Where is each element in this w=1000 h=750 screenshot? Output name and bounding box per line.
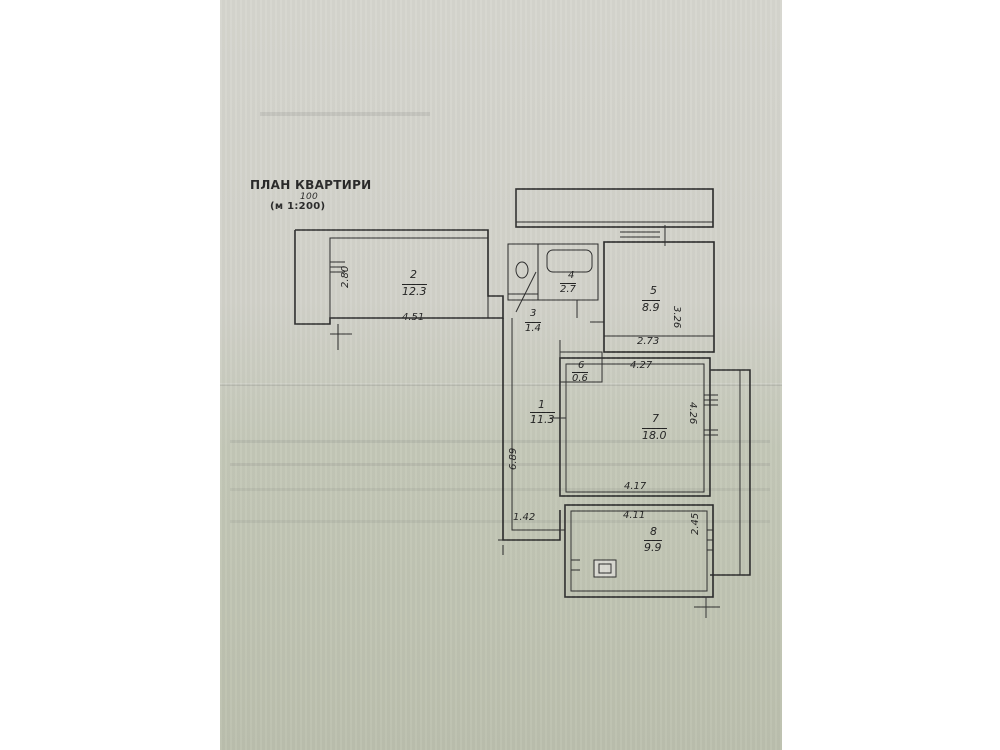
room-6-number: 6 — [578, 360, 585, 371]
document-page: ПЛАН КВАРТИРИ 100 (м 1:200) — [220, 0, 782, 750]
room-2-height-dim: 2.80 — [340, 265, 351, 288]
room-1-number: 1 — [538, 398, 545, 411]
room-8-number: 8 — [650, 525, 657, 538]
plan-title: ПЛАН КВАРТИРИ — [250, 178, 372, 192]
balcony-top — [515, 188, 714, 228]
room-4-number: 4 — [568, 270, 575, 281]
room-5-number: 5 — [650, 284, 657, 297]
room-8-area: 9.9 — [644, 540, 662, 554]
room-5-area: 8.9 — [642, 300, 660, 314]
balcony-right — [710, 369, 751, 576]
room-2-outline — [294, 229, 504, 350]
scale-label: (м 1:200) — [270, 201, 326, 212]
room-8-height-dim: 2.45 — [690, 512, 701, 535]
room-5-outline — [590, 225, 715, 353]
room-8-top-dim: 4.11 — [623, 510, 646, 521]
room-7-top-dim: 4.27 — [630, 360, 653, 371]
faint-printed-text — [230, 112, 770, 523]
paper-fold — [220, 383, 782, 386]
room-2-width-dim: 4.51 — [402, 312, 425, 323]
room-7-number: 7 — [652, 412, 659, 425]
room-7-height-dim: 4.26 — [687, 402, 698, 425]
floor-plan — [230, 112, 770, 618]
bathroom-block — [507, 243, 599, 318]
room-8-outline — [564, 504, 720, 618]
room-2-area: 12.3 — [402, 284, 427, 298]
room-6-outline — [559, 340, 603, 383]
scale-correction: 100 — [300, 192, 319, 202]
corridor-length-dim: 6.89 — [508, 447, 519, 470]
room-6-area: 0.6 — [572, 372, 588, 384]
room-7-bottom-dim: 4.17 — [624, 481, 647, 492]
room-3-area: 1.4 — [525, 322, 541, 334]
corridor-outline — [498, 318, 565, 555]
room-5-width-dim: 2.73 — [637, 336, 660, 347]
room-2-number: 2 — [410, 268, 417, 281]
room-7-area: 18.0 — [642, 428, 667, 442]
room-1-area: 11.3 — [530, 412, 555, 426]
room-5-height-dim: 3.26 — [671, 306, 682, 329]
room-3-number: 3 — [530, 308, 537, 319]
room-7-outline — [550, 357, 718, 497]
corridor-width-dim: 1.42 — [513, 512, 536, 523]
room-4-area: 2.7 — [560, 283, 576, 295]
